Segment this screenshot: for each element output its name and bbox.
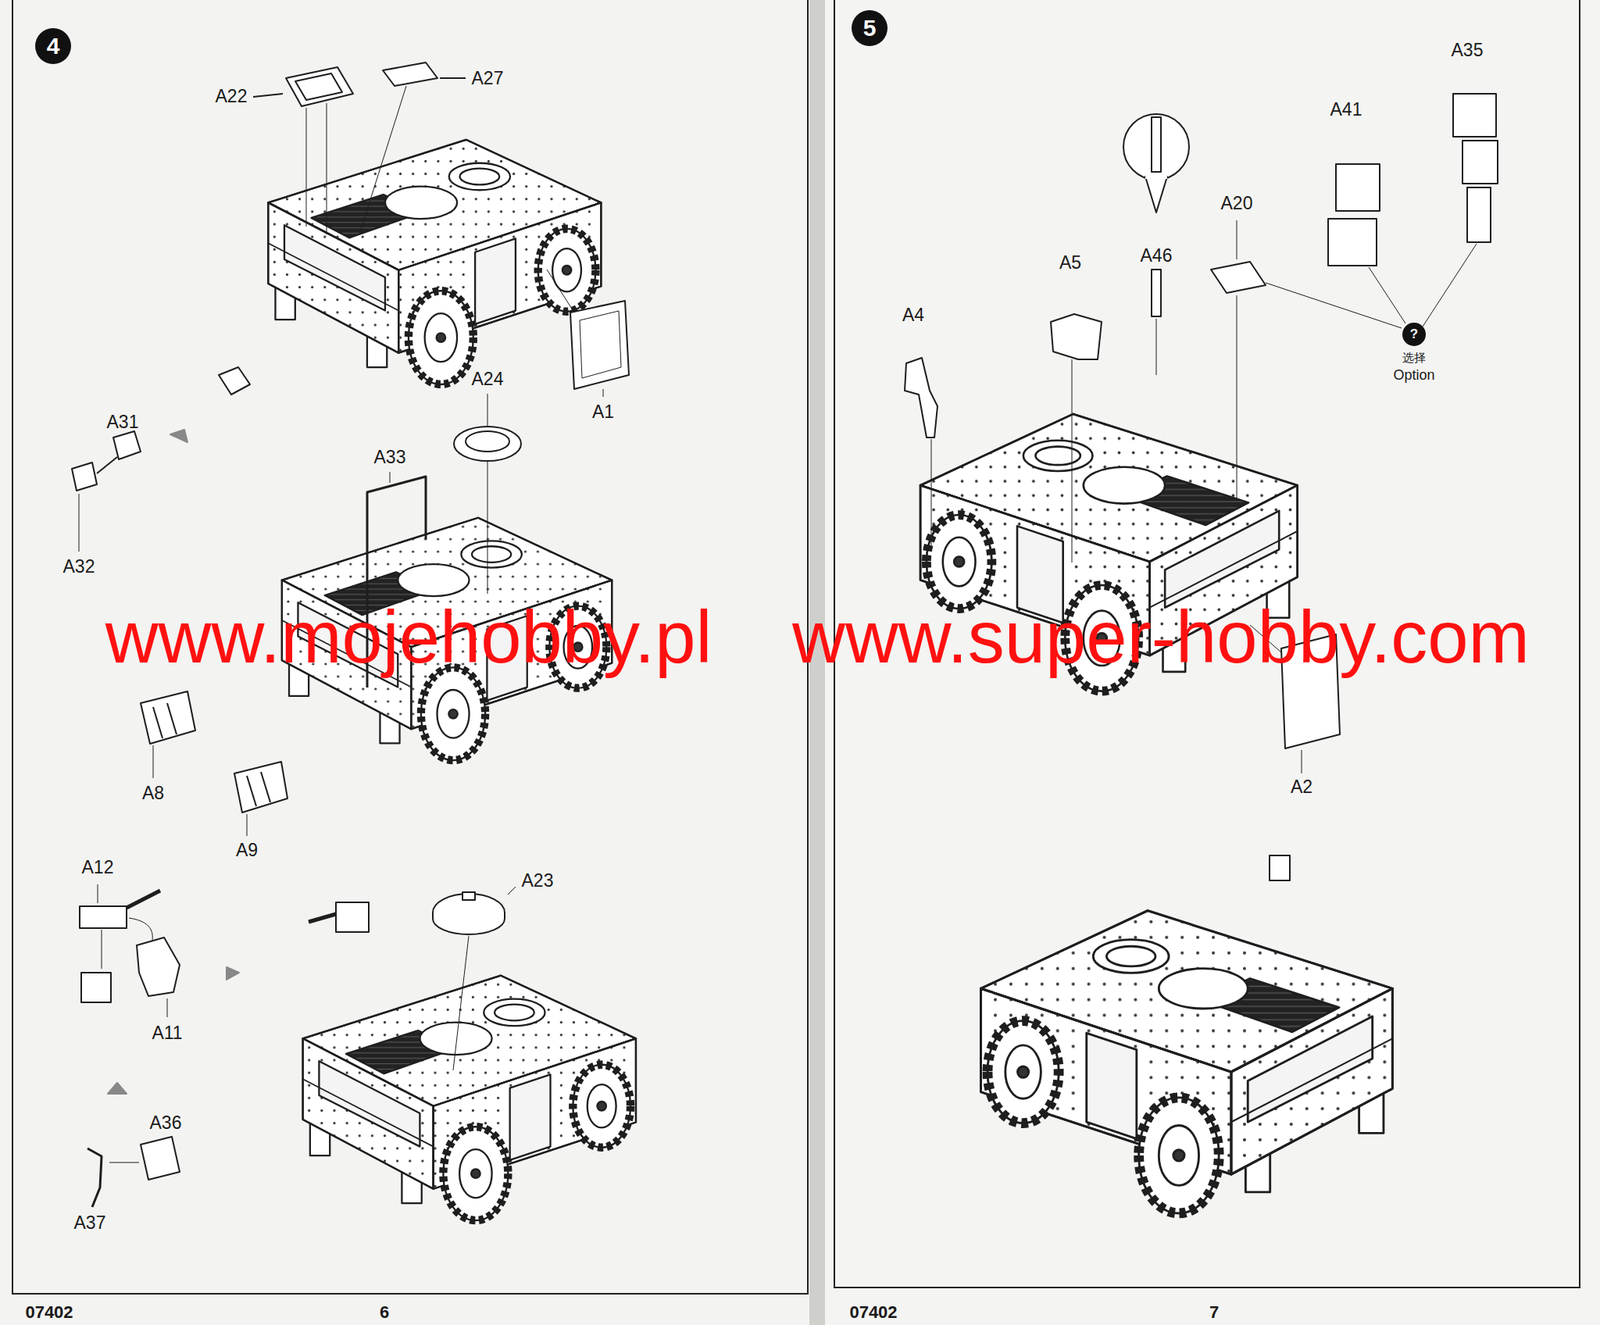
step-number: 5 [863,14,877,42]
part-number: A41 [1330,100,1363,120]
part-number: A9 [235,840,258,861]
part-number: A35 [1451,40,1484,61]
page-number: 7 [1209,1303,1219,1322]
part-number: A20 [1221,193,1254,214]
part-number: A11 [151,1023,183,1043]
part-number: A36 [150,1113,183,1133]
part-number: A27 [471,68,504,89]
part-number: A23 [521,871,554,891]
part-number: A2 [1290,777,1313,797]
page-number: 6 [379,1303,390,1322]
step-circle: ? [1402,322,1426,347]
part-number: A31 [107,412,140,433]
step-circle: 5 [851,10,888,47]
watermark: www.super-hobby.com [792,596,1530,678]
part-number: A24 [471,369,504,390]
step-number: 4 [46,32,61,60]
part-number: A33 [374,447,407,468]
part-number: A32 [63,557,96,577]
part-number: A12 [82,857,115,878]
part-number: A46 [1140,246,1173,266]
part-number: A4 [902,305,925,325]
option-note: Option [1392,367,1435,384]
part-number: A8 [142,783,165,804]
kit-number: 07402 [849,1303,897,1322]
part-number: A1 [592,402,615,422]
part-number: A5 [1059,253,1082,273]
watermark: www.mojehobby.pl [105,596,713,678]
kit-number: 07402 [25,1303,73,1322]
option-note: 选择 [1402,351,1426,365]
step-circle: 4 [35,28,72,65]
part-number: A22 [215,86,248,107]
step-number: ? [1410,326,1418,343]
part-number: A37 [74,1213,107,1233]
